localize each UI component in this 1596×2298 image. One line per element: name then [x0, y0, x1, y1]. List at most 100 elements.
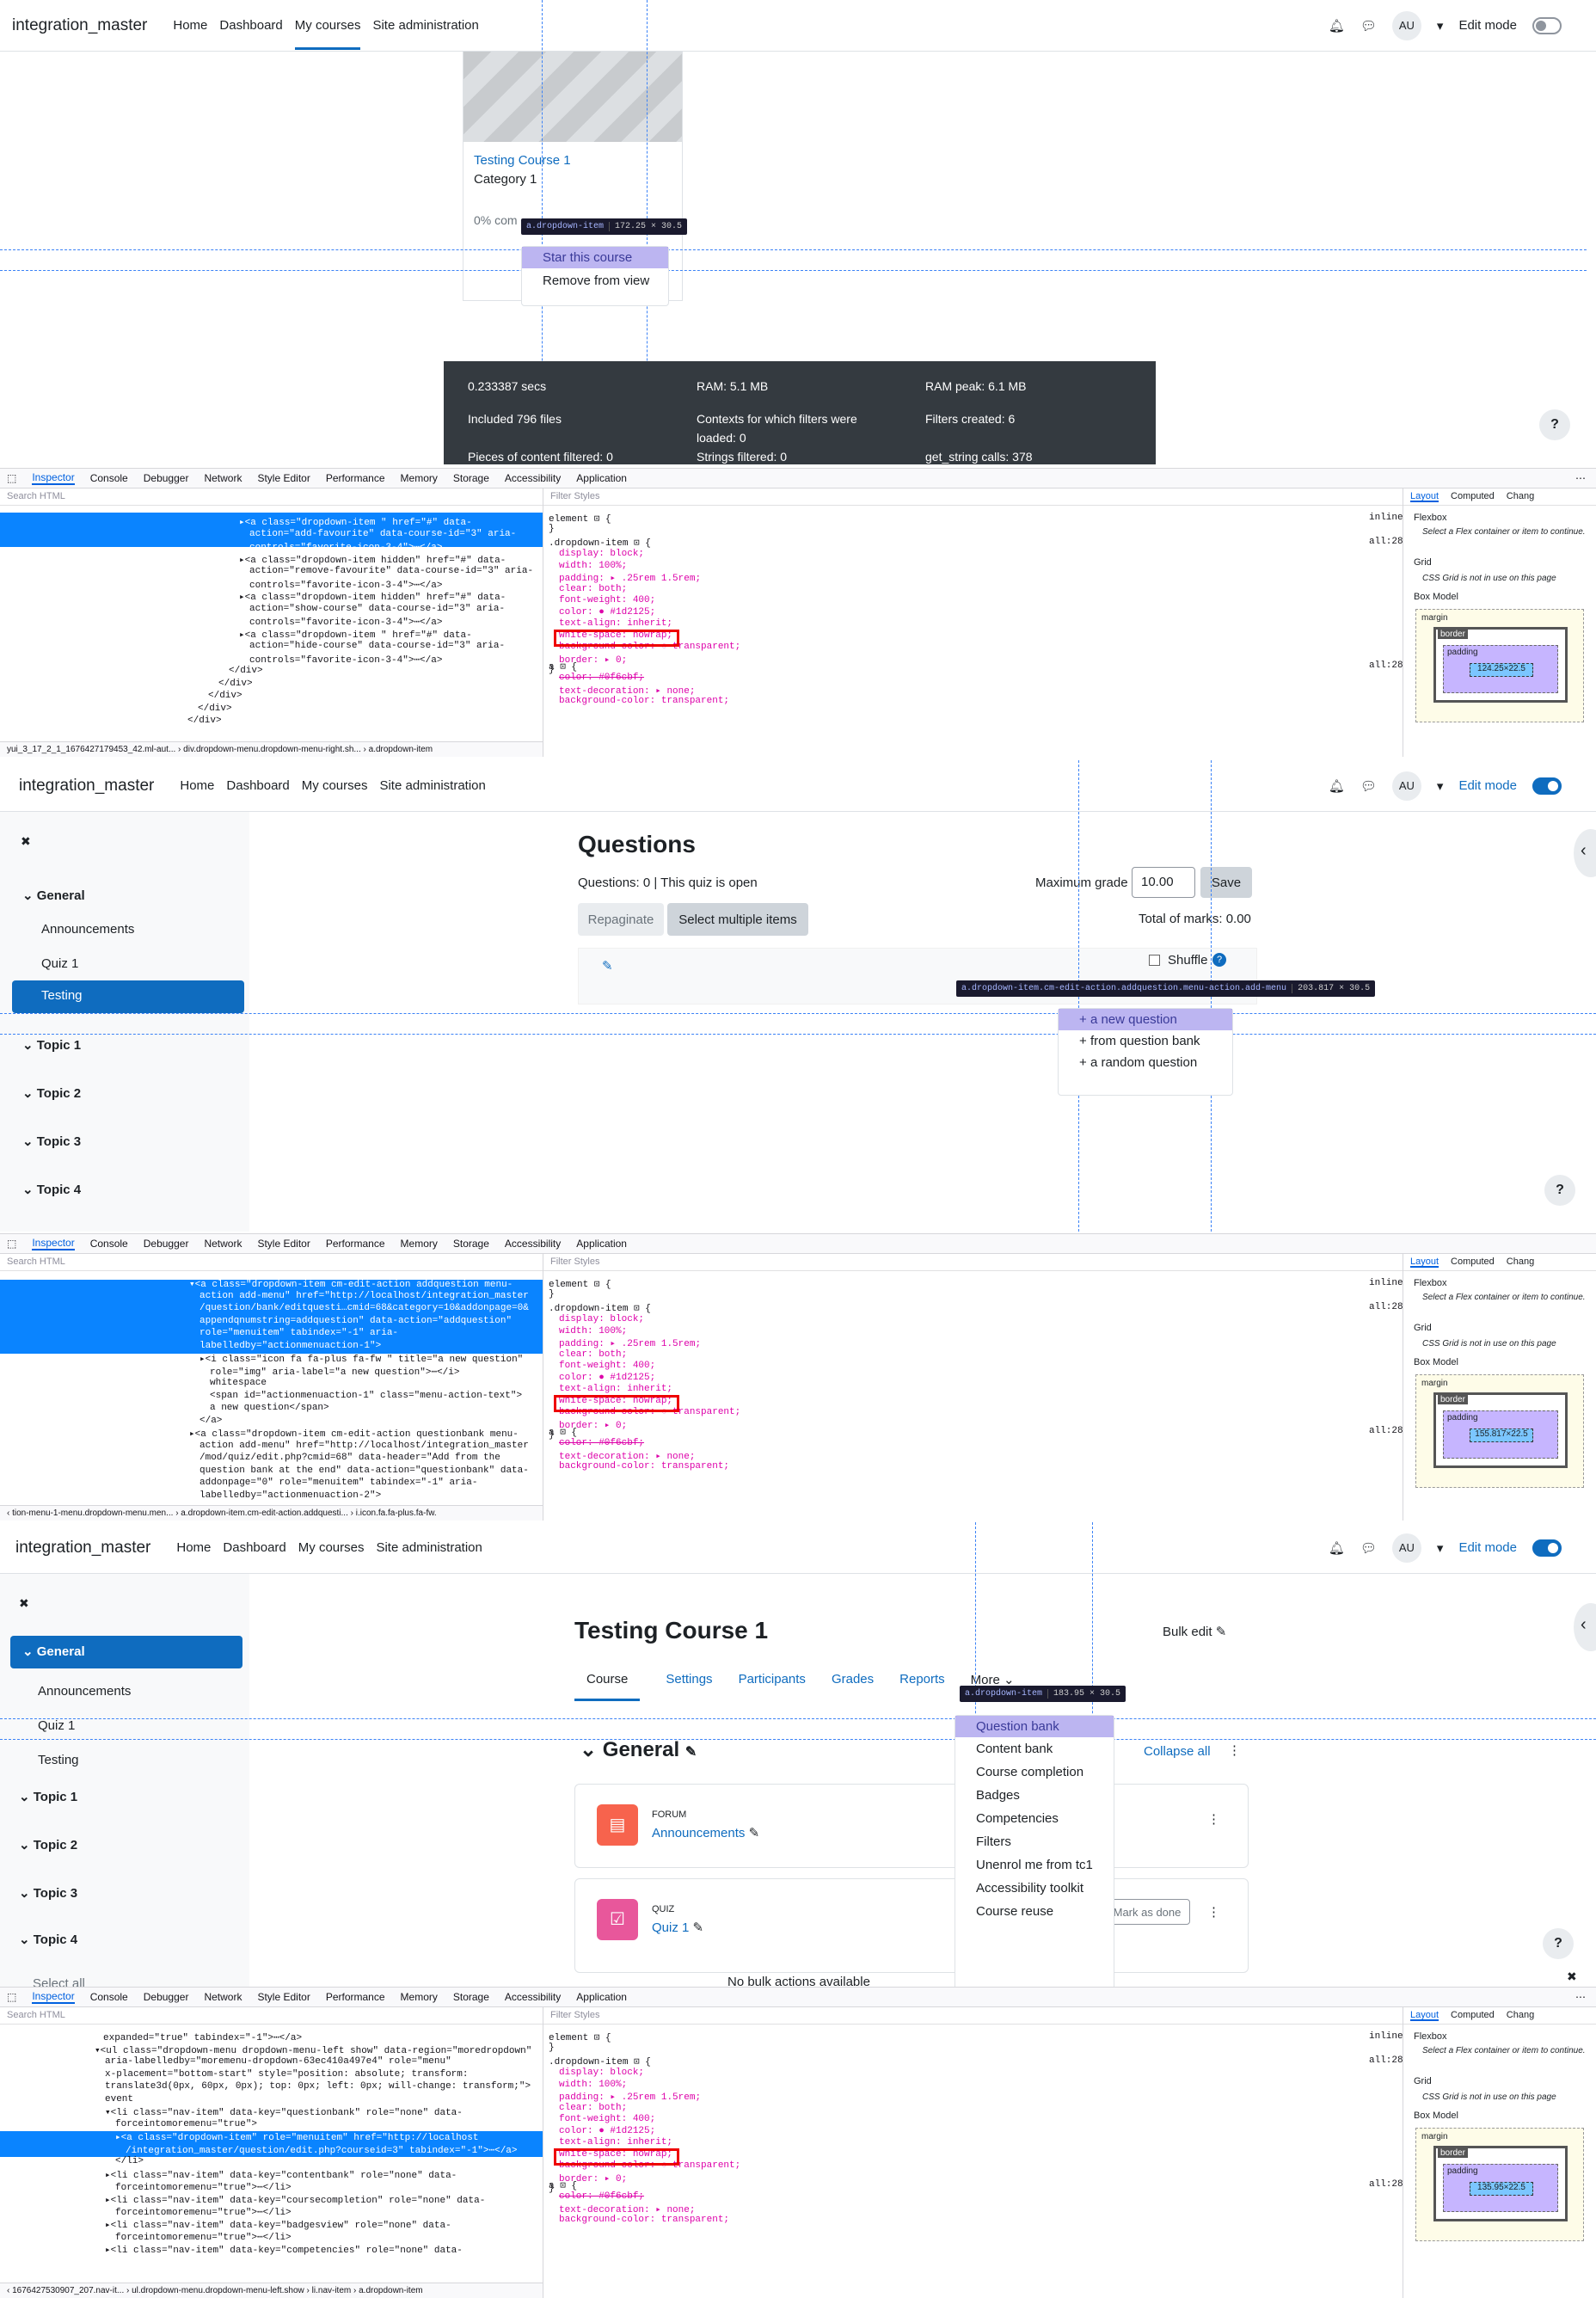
tab-computed[interactable]: Computed	[1451, 2010, 1495, 2020]
pick-element-icon[interactable]: ⬚	[7, 472, 17, 484]
course-title-link[interactable]: Testing Course 1	[474, 153, 571, 168]
forum-menu-icon[interactable]: ⋮	[1207, 1812, 1220, 1827]
message-icon[interactable]: 💬︎	[1360, 778, 1377, 794]
nav-home[interactable]: Home	[180, 778, 215, 793]
html-node-line[interactable]: question bank at the end" data-action="q…	[200, 1465, 529, 1476]
section-general[interactable]: ⌄ General	[10, 1636, 242, 1668]
site-brand[interactable]: integration_master	[19, 776, 155, 795]
html-node-line[interactable]: whitespace	[210, 1378, 267, 1388]
html-node-line[interactable]: </div>	[208, 691, 242, 701]
tab-debugger[interactable]: Debugger	[143, 472, 189, 484]
breadcrumb[interactable]: yui_3_17_2_1_1676427179453_42.ml-aut... …	[0, 741, 543, 757]
html-node-line[interactable]: ▸<li class="nav-item" data-key="badgesvi…	[105, 2220, 451, 2231]
nav-my-courses[interactable]: My courses	[301, 778, 368, 793]
css-property[interactable]: background-color: transparent;	[559, 2215, 730, 2225]
box-model-section[interactable]: Box Model	[1414, 1357, 1458, 1367]
html-node-line[interactable]: </div>	[198, 703, 232, 714]
chevron-down-icon[interactable]: ▾	[1436, 1540, 1444, 1556]
tab-performance[interactable]: Performance	[325, 1991, 385, 2003]
drawer-topic-3[interactable]: ⌄ Topic 3	[19, 1886, 78, 1901]
star-course-item[interactable]: Star this course	[522, 247, 668, 268]
more-item-badges[interactable]: Badges	[976, 1788, 1020, 1803]
site-brand[interactable]: integration_master	[12, 15, 148, 34]
max-grade-input[interactable]: 10.00	[1132, 867, 1195, 898]
html-node-line[interactable]: ▾<li class="nav-item" data-key="question…	[105, 2108, 463, 2118]
tab-performance[interactable]: Performance	[325, 472, 385, 484]
tab-storage[interactable]: Storage	[452, 1991, 489, 2003]
filter-styles-input[interactable]: Filter Styles	[543, 2007, 1403, 2025]
more-item-course-completion[interactable]: Course completion	[976, 1765, 1084, 1779]
nav-site-admin[interactable]: Site administration	[379, 778, 486, 793]
tab-settings[interactable]: Settings	[666, 1672, 713, 1687]
html-node-line[interactable]: expanded="true" tabindex="-1">⋯</a>	[103, 2033, 303, 2043]
close-drawer-icon[interactable]: ✖	[21, 834, 31, 848]
grid-section[interactable]: Grid	[1414, 557, 1432, 568]
save-button[interactable]: Save	[1200, 867, 1252, 898]
edit-mode-toggle[interactable]	[1532, 16, 1562, 34]
search-html-input[interactable]: Search HTML	[0, 488, 543, 506]
html-node-line[interactable]: action="remove-favourite" data-course-id…	[249, 566, 534, 576]
html-node-line[interactable]: a new question</span>	[210, 1403, 329, 1413]
more-item-unenrol[interactable]: Unenrol me from tc1	[976, 1858, 1093, 1872]
more-item-competencies[interactable]: Competencies	[976, 1811, 1059, 1826]
html-node-line[interactable]: aria-labelledby="moremenu-dropdown-63ec4…	[105, 2056, 451, 2067]
drawer-toggle-right[interactable]: ‹	[1574, 829, 1596, 877]
css-property[interactable]: color: ● #1d2125;	[559, 1372, 656, 1383]
breadcrumb[interactable]: ‹ 1676427530907_207.nav-it... › ul.dropd…	[0, 2283, 543, 2298]
tab-grades[interactable]: Grades	[831, 1672, 875, 1687]
drawer-topic-1[interactable]: ⌄ Topic 1	[22, 1038, 82, 1053]
nav-home[interactable]: Home	[176, 1540, 212, 1555]
html-node-line[interactable]: appendqnumstring=addquestion" data-actio…	[200, 1315, 513, 1326]
tab-layout[interactable]: Layout	[1410, 491, 1439, 502]
tab-style-editor[interactable]: Style Editor	[257, 1238, 310, 1250]
tab-network[interactable]: Network	[204, 1991, 242, 2003]
html-node-line[interactable]: forceintomoremenu="true">⋯</li>	[115, 2208, 292, 2218]
drawer-item-testing[interactable]: Testing	[12, 980, 244, 1013]
section-general-heading[interactable]: ⌄ General ✎	[580, 1738, 697, 1761]
pick-element-icon[interactable]: ⬚	[7, 1238, 17, 1250]
css-property[interactable]: text-decoration: ▸ none;	[559, 1451, 696, 1462]
css-property[interactable]: text-decoration: ▸ none;	[559, 685, 696, 697]
html-node-line[interactable]: ▸<a class="dropdown-item " href="#" data…	[239, 518, 472, 528]
html-node-line[interactable]: ▸<a class="dropdown-item cm-edit-action …	[189, 1429, 519, 1440]
css-property[interactable]: padding: ▸ .25rem 1.5rem;	[559, 1339, 702, 1349]
html-node-line[interactable]: role="img" aria-label="a new question">⋯…	[210, 1367, 460, 1378]
css-property[interactable]: border: ▸ 0;	[559, 1420, 628, 1431]
section-menu-icon[interactable]: ⋮	[1228, 1743, 1241, 1758]
html-node-line[interactable]: labelledby="actionmenuaction-1">	[200, 1340, 382, 1351]
css-property[interactable]: width: 100%;	[559, 560, 628, 571]
tab-network[interactable]: Network	[204, 1238, 242, 1250]
tab-memory[interactable]: Memory	[400, 1238, 438, 1250]
tab-style-editor[interactable]: Style Editor	[257, 1991, 310, 2003]
grid-section[interactable]: Grid	[1414, 2076, 1432, 2086]
bulk-edit-button[interactable]: Bulk edit ✎	[1163, 1625, 1227, 1639]
drawer-topic-2[interactable]: ⌄ Topic 2	[22, 1086, 82, 1101]
tab-inspector[interactable]: Inspector	[32, 471, 75, 485]
breadcrumb[interactable]: ‹ tion-menu-1-menu.dropdown-menu.men... …	[0, 1505, 543, 1521]
css-property[interactable]: text-align: inherit;	[559, 1384, 673, 1394]
search-html-input[interactable]: Search HTML	[0, 1254, 543, 1271]
more-item-accessibility[interactable]: Accessibility toolkit	[976, 1881, 1084, 1896]
tab-application[interactable]: Application	[576, 472, 627, 484]
drawer-topic-2[interactable]: ⌄ Topic 2	[19, 1838, 78, 1853]
css-property[interactable]: padding: ▸ .25rem 1.5rem;	[559, 2092, 702, 2103]
tab-inspector[interactable]: Inspector	[32, 1990, 75, 2004]
edit-mode-toggle[interactable]	[1532, 777, 1562, 795]
css-property[interactable]: color: ● #1d2125;	[559, 606, 656, 618]
css-property[interactable]: display: block;	[559, 549, 645, 559]
nav-dashboard[interactable]: Dashboard	[223, 1540, 286, 1555]
nav-dashboard[interactable]: Dashboard	[219, 18, 283, 33]
repaginate-button[interactable]: Repaginate	[578, 903, 664, 936]
css-property[interactable]: text-align: inherit;	[559, 2137, 673, 2147]
html-node-line[interactable]: </div>	[187, 716, 222, 726]
grid-section[interactable]: Grid	[1414, 1323, 1432, 1333]
css-property[interactable]: clear: both;	[559, 2102, 628, 2113]
drawer-topic-3[interactable]: ⌄ Topic 3	[22, 1134, 82, 1149]
html-node-line[interactable]: /integration_master/question/edit.php?co…	[126, 2145, 518, 2156]
tab-accessibility[interactable]: Accessibility	[504, 1991, 562, 2003]
html-node-line[interactable]: ▾<ul class="dropdown-menu dropdown-menu-…	[95, 2045, 532, 2056]
select-multiple-button[interactable]: Select multiple items	[667, 903, 808, 936]
chevron-down-icon[interactable]: ▾	[1436, 778, 1444, 794]
nav-my-courses[interactable]: My courses	[294, 1, 361, 50]
tab-changes[interactable]: Chang	[1506, 2010, 1535, 2020]
